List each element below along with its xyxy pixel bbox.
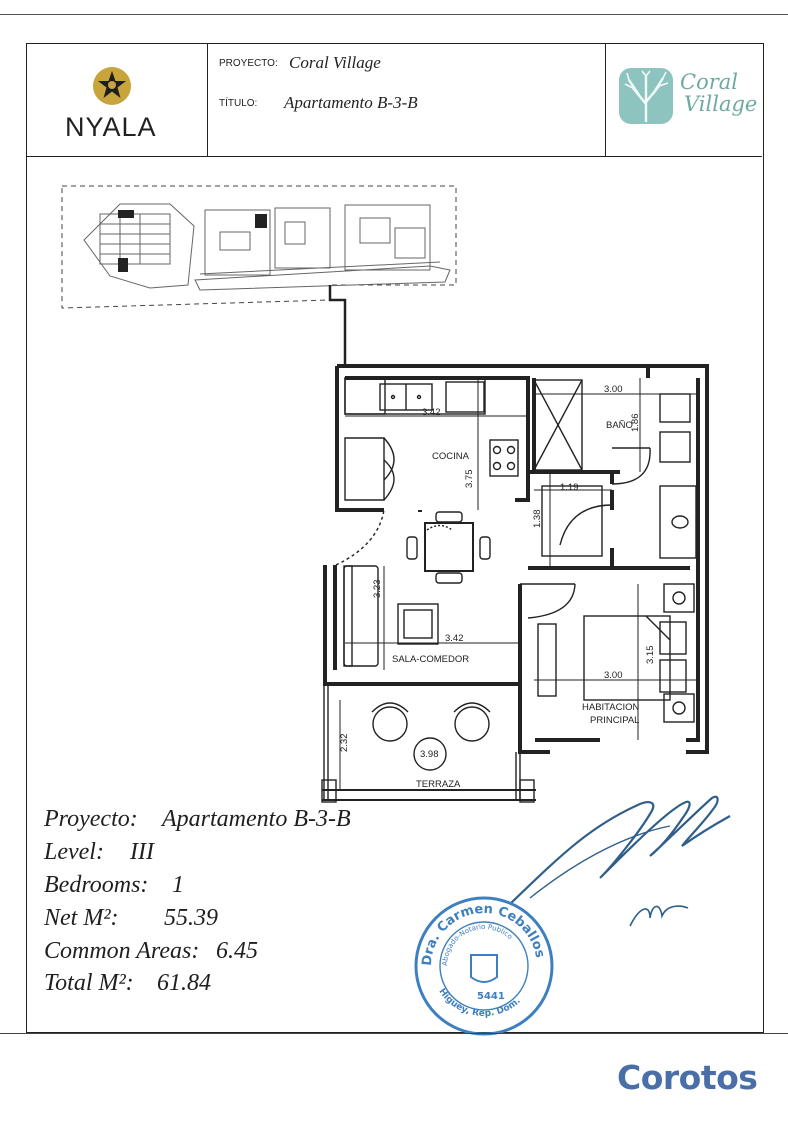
dim-bath-width: 3.00 bbox=[604, 384, 623, 395]
info-level-label: Level: bbox=[44, 839, 104, 865]
dim-bedroom-depth: 3.15 bbox=[645, 646, 656, 665]
notary-stamp: Dra. Carmen Ceballos Abogado-Notario Pub… bbox=[414, 896, 554, 1036]
info-total-label: Total M²: bbox=[44, 970, 134, 996]
coral-village-logo-cell: Coral Village bbox=[605, 44, 763, 156]
stamp-number: 5441 bbox=[477, 991, 505, 1002]
room-label-living-dining: SALA-COMEDOR bbox=[392, 654, 469, 665]
info-bedrooms-value: 1 bbox=[172, 872, 184, 898]
info-common-value: 6.45 bbox=[216, 938, 258, 964]
dim-closet-depth: 1.38 bbox=[532, 510, 543, 529]
project-label: PROYECTO: bbox=[219, 58, 278, 69]
stamp-name: Dra. Carmen Ceballos bbox=[420, 902, 548, 967]
signature-mark bbox=[509, 795, 731, 927]
dim-bedroom-width: 3.00 bbox=[604, 670, 623, 681]
floor-plan: COCINA BAÑO SALA-COMEDOR HABITACION PRIN… bbox=[61, 185, 709, 803]
info-project-value: Apartamento B-3-B bbox=[162, 806, 351, 832]
dimension-lines bbox=[339, 378, 698, 790]
dim-living-depth: 3.23 bbox=[372, 580, 383, 599]
info-bedrooms-label: Bedrooms: bbox=[44, 872, 149, 898]
title-value: Apartamento B-3-B bbox=[284, 93, 418, 112]
dim-kitchen-depth: 3.75 bbox=[464, 470, 475, 489]
dim-closet-width: 1.19 bbox=[560, 482, 579, 493]
bottom-rule bbox=[0, 1033, 788, 1034]
nyala-logo-cell: NYALA bbox=[27, 44, 208, 156]
room-label-terrace: TERRAZA bbox=[416, 779, 461, 790]
title-block: NYALA PROYECTO: Coral Village TÍTULO: Ap… bbox=[27, 44, 762, 157]
info-total: Total M²: 61.84 bbox=[44, 970, 211, 997]
coral-tree-icon bbox=[619, 68, 673, 124]
project-value: Coral Village bbox=[289, 53, 381, 72]
info-net-value: 55.39 bbox=[164, 905, 218, 931]
brand-line-2: Village bbox=[684, 92, 758, 116]
dim-living-width: 3.42 bbox=[445, 633, 464, 644]
info-total-value: 61.84 bbox=[157, 970, 211, 996]
info-common-label: Common Areas: bbox=[44, 938, 200, 964]
info-project-label: Proyecto: bbox=[44, 806, 138, 832]
dim-bath-depth: 1.86 bbox=[630, 414, 641, 433]
info-net-label: Net M²: bbox=[44, 905, 119, 931]
info-bedrooms: Bedrooms: 1 bbox=[44, 872, 184, 899]
room-label-bedroom-2: PRINCIPAL bbox=[590, 715, 639, 726]
info-level-value: III bbox=[130, 839, 154, 865]
brand-line-1: Coral bbox=[680, 70, 738, 94]
title-label: TÍTULO: bbox=[219, 98, 258, 109]
top-rule bbox=[0, 14, 788, 15]
info-common: Common Areas: 6.45 bbox=[44, 938, 258, 965]
logo-wordmark: NYALA bbox=[65, 112, 157, 142]
dim-terrace-width: 3.98 bbox=[420, 749, 439, 760]
room-label-kitchen: COCINA bbox=[432, 451, 470, 462]
nyala-star-icon bbox=[93, 67, 131, 105]
dim-kitchen-width: 3.42 bbox=[422, 407, 441, 418]
room-label-bathroom: BAÑO bbox=[606, 420, 633, 431]
stamp-role: Abogado-Notario Publico bbox=[441, 923, 514, 966]
leader-line bbox=[328, 285, 347, 366]
corotos-watermark: Corotos bbox=[617, 1058, 758, 1097]
room-label-bedroom-1: HABITACION bbox=[582, 702, 639, 713]
plan-sheet: NYALA PROYECTO: Coral Village TÍTULO: Ap… bbox=[26, 43, 764, 1033]
shield-icon bbox=[470, 954, 498, 983]
info-project: Proyecto: Apartamento B-3-B bbox=[44, 806, 351, 833]
info-net: Net M²: 55.39 bbox=[44, 905, 218, 932]
info-level: Level: III bbox=[44, 839, 154, 866]
dim-terrace-depth: 2.32 bbox=[339, 734, 350, 753]
site-key-plan bbox=[61, 185, 457, 309]
unit-walls bbox=[323, 364, 709, 754]
